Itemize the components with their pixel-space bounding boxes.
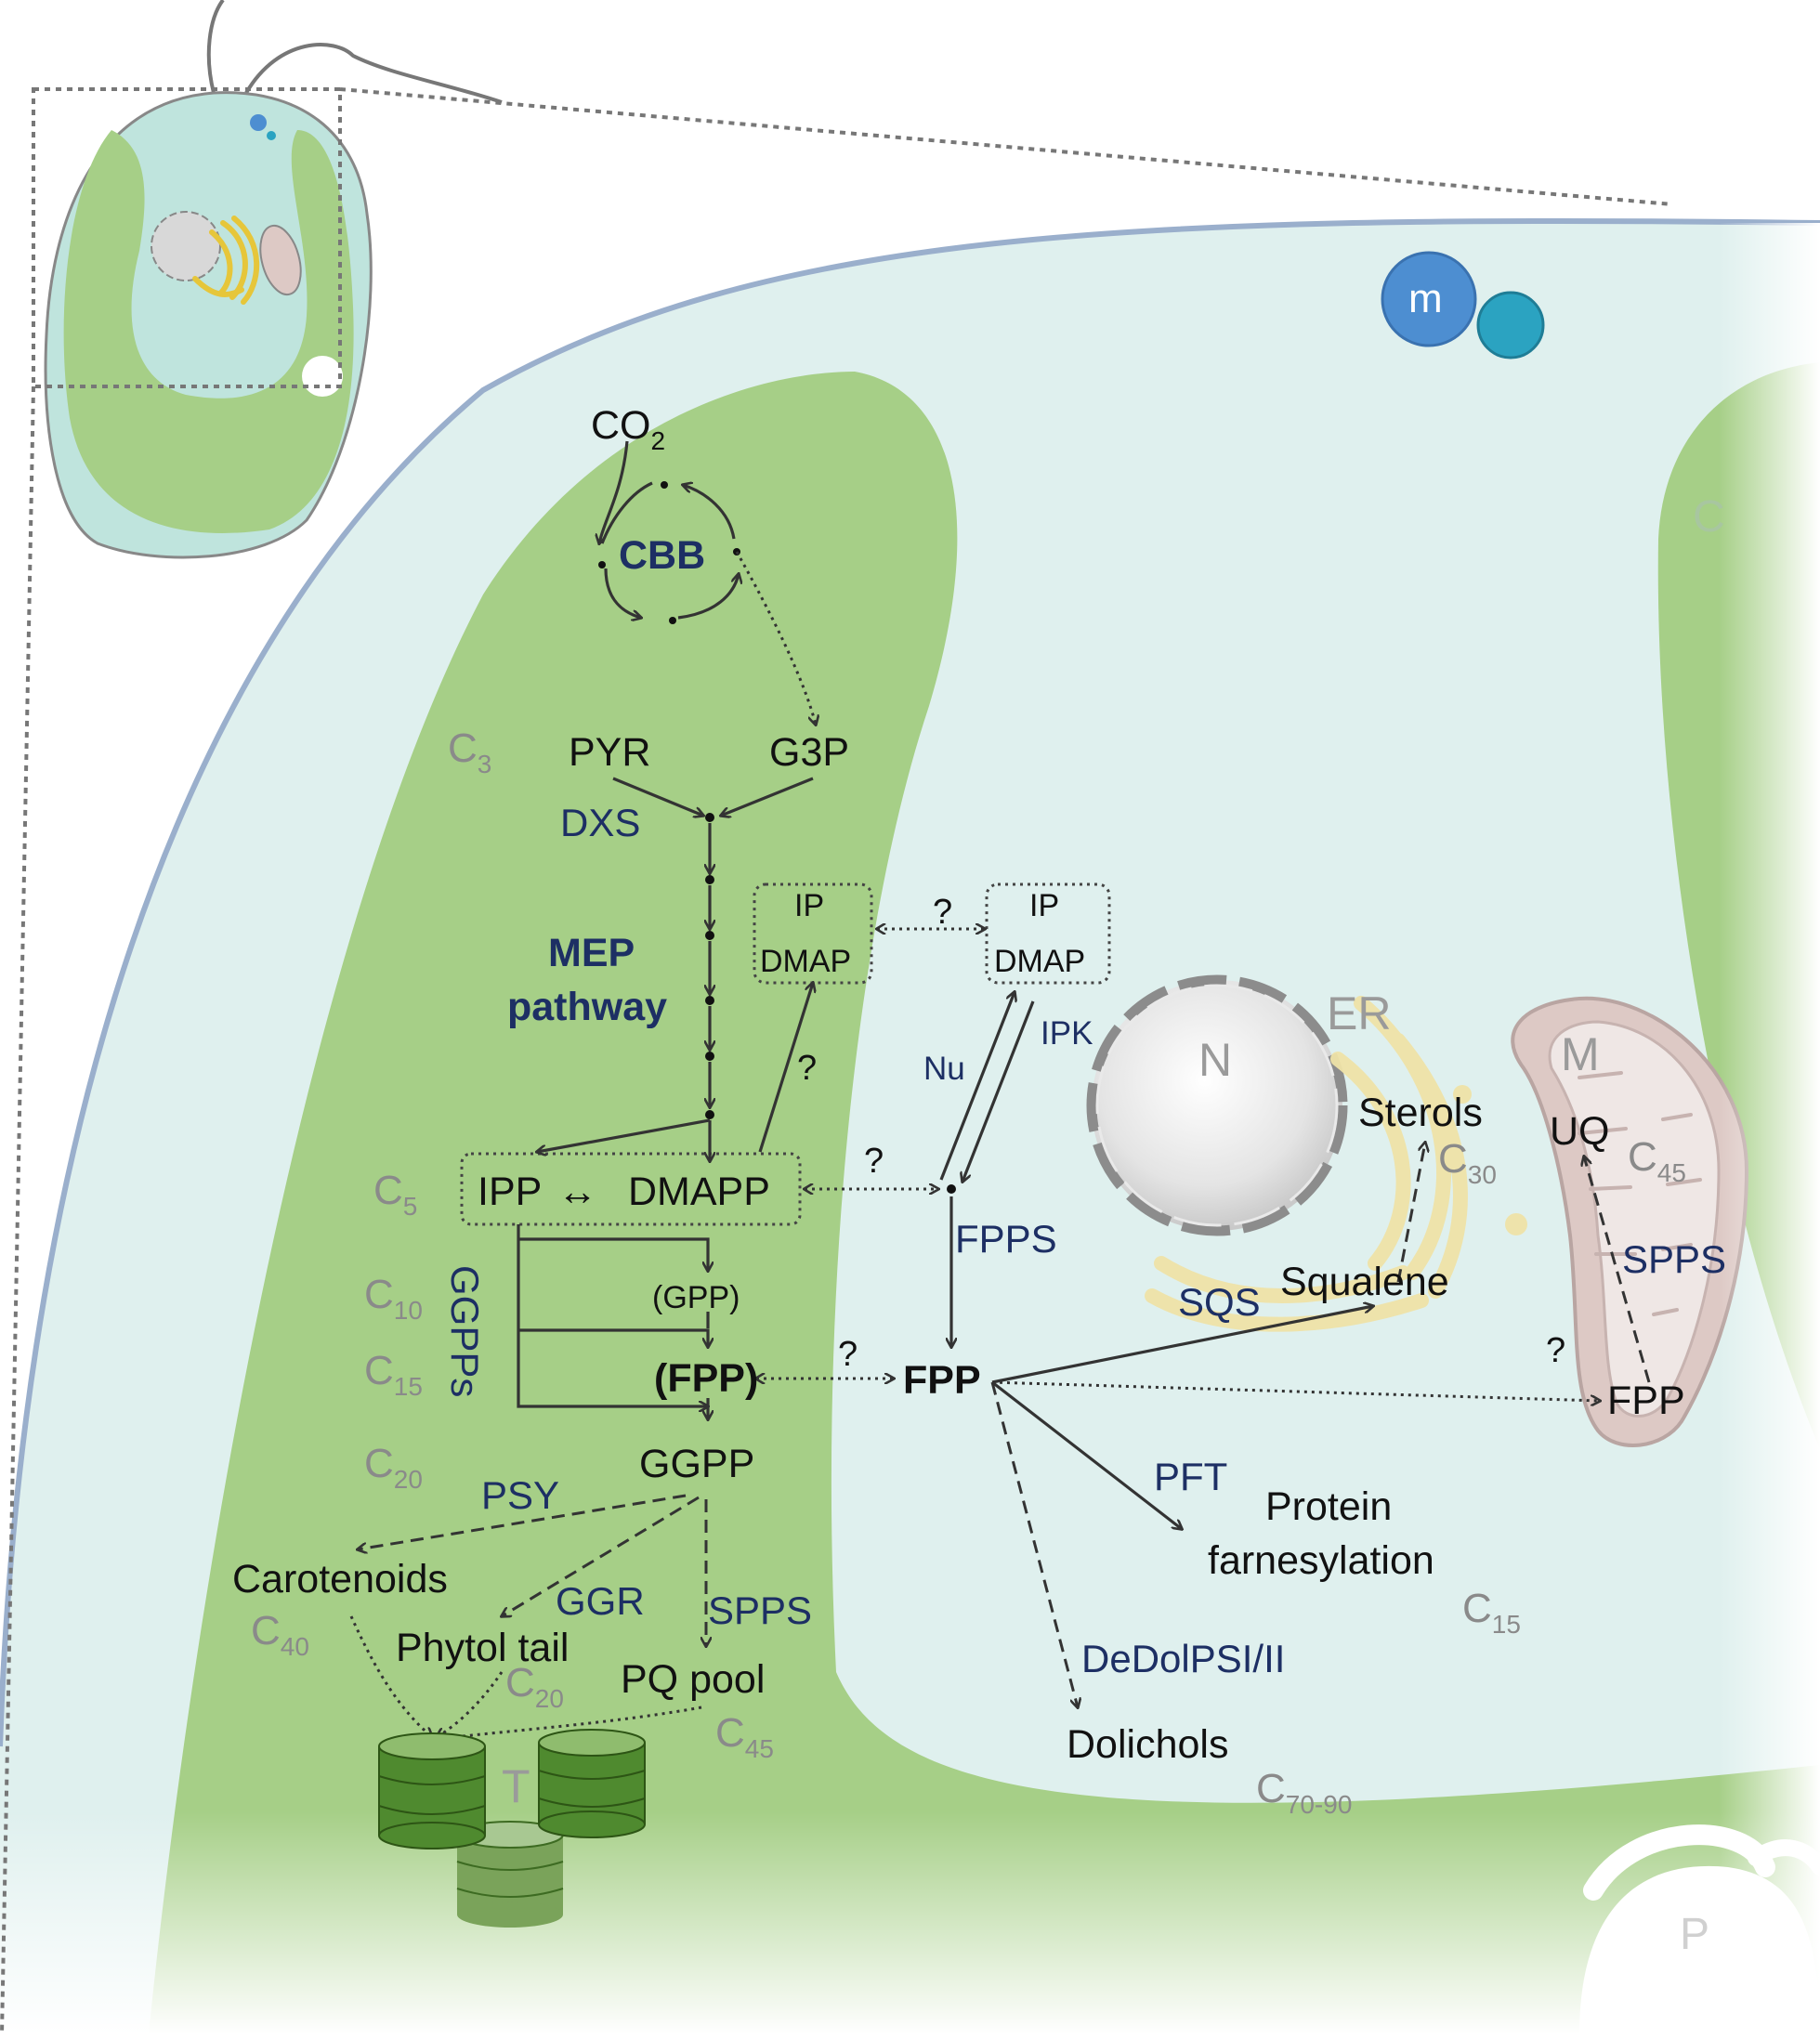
c40-label: C40 [251, 1608, 309, 1661]
question-fpp: ? [838, 1335, 858, 1374]
cbb-to-g3p-arrow [735, 551, 816, 725]
nucleus [1086, 974, 1348, 1236]
inset-golgi [192, 216, 260, 305]
spps-plastid-label: SPPS [708, 1588, 812, 1632]
mep-pathway-arrows [537, 777, 813, 1161]
co2-label: CO2 [591, 403, 665, 455]
cbb-label: CBB [619, 533, 705, 578]
sterols-label: Sterols [1358, 1091, 1483, 1135]
m-vesicle-label: m [1408, 276, 1443, 321]
flagellum-2 [244, 43, 503, 104]
zoom-frame [32, 87, 342, 388]
inset-mitochondrion [259, 224, 302, 296]
dmapp-label: DMAPP [628, 1170, 770, 1214]
sqs-label: SQS [1178, 1280, 1261, 1324]
ipp-dmapp-reversible: ↔ [557, 1170, 597, 1214]
flagellum-1 [206, 0, 225, 94]
thylakoid-stack-right [538, 1729, 646, 1838]
pq-pool-label: PQ pool [621, 1657, 765, 1702]
protein-label-2: farnesylation [1208, 1538, 1434, 1583]
fpp-cyto-label: FPP [903, 1358, 981, 1403]
inset-chloroplast [63, 130, 354, 533]
inset-nucleus [151, 211, 221, 281]
c3-label: C3 [448, 725, 491, 778]
question-ip-exchange: ? [933, 893, 952, 932]
ip-plastid-label: IP [794, 888, 824, 923]
ggpps-arrows [517, 1224, 708, 1419]
spps-mito-label: SPPS [1622, 1237, 1726, 1281]
fpps-label: FPPS [955, 1217, 1057, 1261]
cell-inset [0, 0, 1673, 2035]
c10-label: C10 [364, 1272, 423, 1325]
gpp-label: (GPP) [652, 1280, 740, 1315]
fpp-mito-label: FPP [1607, 1379, 1685, 1423]
fpp-plastid-label: (FPP) [654, 1356, 758, 1401]
ggpps-label: GGPPs [443, 1265, 487, 1397]
c45-pq-label: C45 [715, 1710, 774, 1763]
c20-phytol-label: C20 [505, 1660, 564, 1713]
c70-label: C70-90 [1256, 1766, 1352, 1819]
dolichols-label: Dolichols [1067, 1722, 1228, 1767]
chloroplast [149, 372, 1820, 2034]
nucleus-label: N [1198, 1034, 1232, 1086]
squalene-label: Squalene [1280, 1260, 1449, 1304]
cbb-cycle [598, 440, 740, 624]
ipp-label: IPP [478, 1170, 542, 1214]
c30-label: C30 [1438, 1136, 1497, 1189]
labels: CO2 CBB C3 PYR G3P DXS MEP pathway IP DM… [232, 276, 1726, 1959]
thylakoid-stacks [378, 1729, 646, 1928]
c15-right-label: C15 [1462, 1586, 1521, 1639]
inset-eyespot-1 [250, 114, 267, 131]
dxs-label: DXS [560, 801, 640, 844]
cell-membrane [0, 217, 1820, 1747]
dmap-plastid-label: DMAP [760, 944, 851, 979]
c-right-label: C [1693, 492, 1725, 542]
zoom-line-left [0, 386, 35, 2035]
ggpp-branches [349, 1494, 706, 1739]
uq-label: UQ [1550, 1109, 1610, 1154]
protein-label-1: Protein [1265, 1484, 1392, 1529]
fpp-branches [990, 1143, 1651, 1707]
zoomed-cell [0, 217, 1820, 2034]
carotenoids-label: Carotenoids [232, 1557, 448, 1601]
nu-ipk-arrows [939, 992, 1035, 1347]
dedolps-label: DeDolPSI/II [1081, 1637, 1285, 1680]
inset-eyespot-2 [267, 131, 276, 140]
thylakoid-stack-left [378, 1732, 486, 1849]
p-label: P [1680, 1910, 1709, 1959]
t-label: T [502, 1760, 530, 1812]
question-mep: ? [797, 1049, 817, 1088]
mep-pathway-label-1: MEP [548, 931, 635, 975]
c20-label: C20 [364, 1441, 423, 1494]
pyr-label: PYR [569, 730, 650, 775]
g3p-label: G3P [769, 730, 849, 775]
mitochondrion-label: M [1561, 1028, 1600, 1080]
teal-vesicle [1476, 291, 1545, 359]
question-mito: ? [1546, 1331, 1565, 1370]
nu-label: Nu [923, 1051, 965, 1087]
mep-pathway-label-2: pathway [507, 985, 667, 1029]
zoom-line-top [339, 87, 1673, 206]
c5-label: C5 [373, 1168, 417, 1221]
c15-left-label: C15 [364, 1348, 423, 1401]
ip-dmap-cyto-box [985, 882, 1111, 985]
c45-uq-label: C45 [1628, 1134, 1686, 1187]
ggpp-label: GGPP [639, 1442, 754, 1486]
question-dmapp: ? [864, 1142, 884, 1181]
ip-cyto-label: IP [1029, 888, 1059, 923]
ipk-label: IPK [1041, 1015, 1093, 1052]
ggr-label: GGR [556, 1579, 645, 1623]
m-vesicle [1381, 251, 1477, 347]
pft-label: PFT [1154, 1455, 1227, 1498]
psy-label: PSY [481, 1473, 559, 1517]
er-label: ER [1327, 987, 1391, 1039]
dmap-cyto-label: DMAP [994, 944, 1085, 979]
ipp-dmapp-box [460, 1152, 802, 1226]
mitochondrion [1511, 996, 1749, 1447]
phytol-label: Phytol tail [396, 1626, 569, 1670]
inset-pyrenoid [302, 356, 343, 397]
